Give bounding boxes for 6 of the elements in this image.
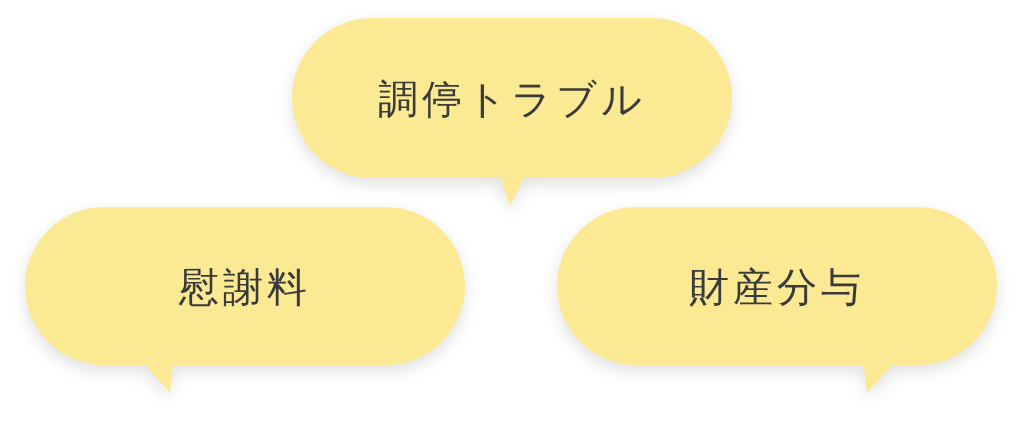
speech-bubble xyxy=(25,207,465,395)
bubble-text: 慰謝料 xyxy=(178,263,312,312)
bubble-text: 調停トラブル xyxy=(377,75,647,124)
speech-bubble xyxy=(292,18,732,208)
speech-bubble xyxy=(557,207,997,395)
bubble-text: 財産分与 xyxy=(688,263,866,312)
